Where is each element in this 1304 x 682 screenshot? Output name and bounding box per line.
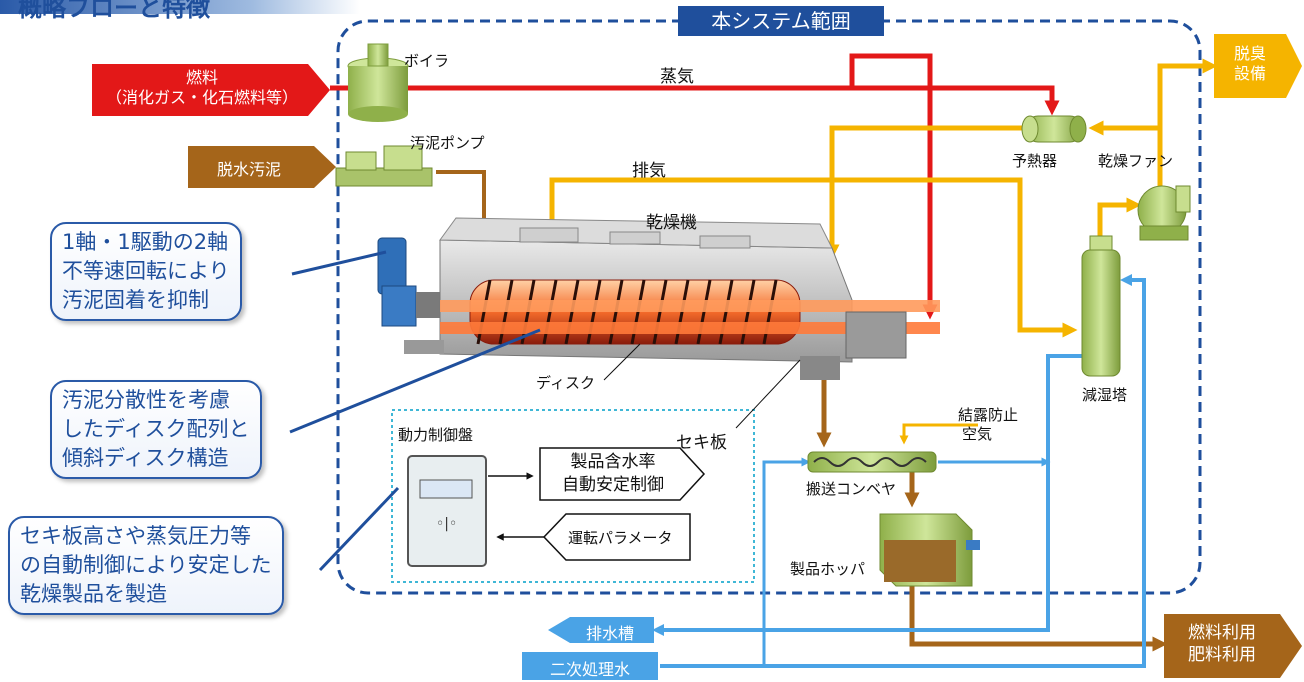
dewatered-sludge-arrow xyxy=(188,146,336,188)
control-panel-icon: ◦|◦ xyxy=(407,455,487,567)
drying-fan-icon xyxy=(1137,185,1191,241)
moisture-control-label: 製品含水率自動安定制御 xyxy=(562,452,664,495)
dewatered-sludge-label: 脱水汚泥 xyxy=(216,160,281,179)
secondary-water-box xyxy=(522,652,658,680)
operating-params-shape xyxy=(542,513,691,561)
dryer-label: 乾燥機 xyxy=(646,213,697,233)
drain-water-line xyxy=(652,354,1084,636)
steam-line xyxy=(330,85,1060,116)
operating-params-label: 運転パラメータ xyxy=(568,529,673,547)
to-deodorization-line xyxy=(1157,58,1218,128)
sludge-feed-line xyxy=(436,170,490,236)
anti-condensation-label: 結露防止空気 xyxy=(958,406,1019,443)
system-range-label: 本システム範囲 xyxy=(678,6,884,36)
drying-fan-label: 乾燥ファン xyxy=(1098,152,1174,170)
fuel-fertilizer-arrow xyxy=(1164,614,1302,678)
exhaust-label: 排気 xyxy=(632,161,666,181)
anti-condensation-line xyxy=(899,423,978,445)
weir-label: セキ板 xyxy=(676,433,727,453)
product-output-line xyxy=(909,566,1168,652)
product-hopper-label: 製品ホッパ xyxy=(790,560,866,578)
preheater-label: 予熱器 xyxy=(1012,152,1058,170)
deodorization-arrow xyxy=(1214,34,1302,98)
deodorization-label: 脱臭設備 xyxy=(1233,44,1266,83)
moisture-control-shape xyxy=(539,447,706,501)
fuel-fertilizer-label: 燃料利用肥料利用 xyxy=(1188,623,1256,665)
dehumidifier-tower-icon xyxy=(1081,235,1121,377)
boiler-icon xyxy=(347,43,409,122)
preheater-icon xyxy=(1021,115,1087,143)
dehumidifier-label: 減湿塔 xyxy=(1082,386,1128,404)
feature-callout-3: セキ板高さや蒸気圧力等の自動制御により安定した乾燥製品を製造 xyxy=(8,516,284,615)
conveyor-water-line xyxy=(762,457,811,666)
drain-tank-arrow xyxy=(548,617,654,643)
steam-label: 蒸気 xyxy=(660,67,694,87)
sludge-pump-label: 汚泥ポンプ xyxy=(410,134,485,152)
boiler-label: ボイラ xyxy=(404,52,450,70)
page-title: 概略フローと特徴 xyxy=(18,0,210,22)
feature-callout-2: 汚泥分散性を考慮したディスク配列と傾斜ディスク構造 xyxy=(50,380,262,479)
fuel-label: 燃料（消化ガス・化石燃料等） xyxy=(105,68,298,107)
disc-label: ディスク xyxy=(536,374,595,392)
fuel-input-arrow xyxy=(92,64,330,116)
humid-air-line xyxy=(1097,197,1142,240)
motor-icon xyxy=(377,237,446,327)
feature-callout-1: 1軸・1駆動の2軸不等速回転により汚泥固着を抑制 xyxy=(50,222,242,321)
dryer-icon xyxy=(404,217,940,380)
control-panel-label: 動力制御盤 xyxy=(398,426,474,444)
product-hopper-icon xyxy=(879,513,980,587)
conveyor-label: 搬送コンベヤ xyxy=(806,480,897,498)
control-area-box xyxy=(391,409,755,583)
svg-text:◦|◦: ◦|◦ xyxy=(436,516,457,532)
drain-tank-label: 排水槽 xyxy=(585,624,634,643)
exhaust-line xyxy=(549,177,1078,338)
secondary-water-label: 二次処理水 xyxy=(549,660,630,679)
secondary-water-line xyxy=(660,274,1146,668)
sludge-pump-icon xyxy=(335,145,433,187)
preheated-air-line xyxy=(824,125,1026,260)
conveyor-icon xyxy=(807,451,937,473)
title-bar xyxy=(0,0,360,14)
steam-line-dryer xyxy=(849,53,938,320)
